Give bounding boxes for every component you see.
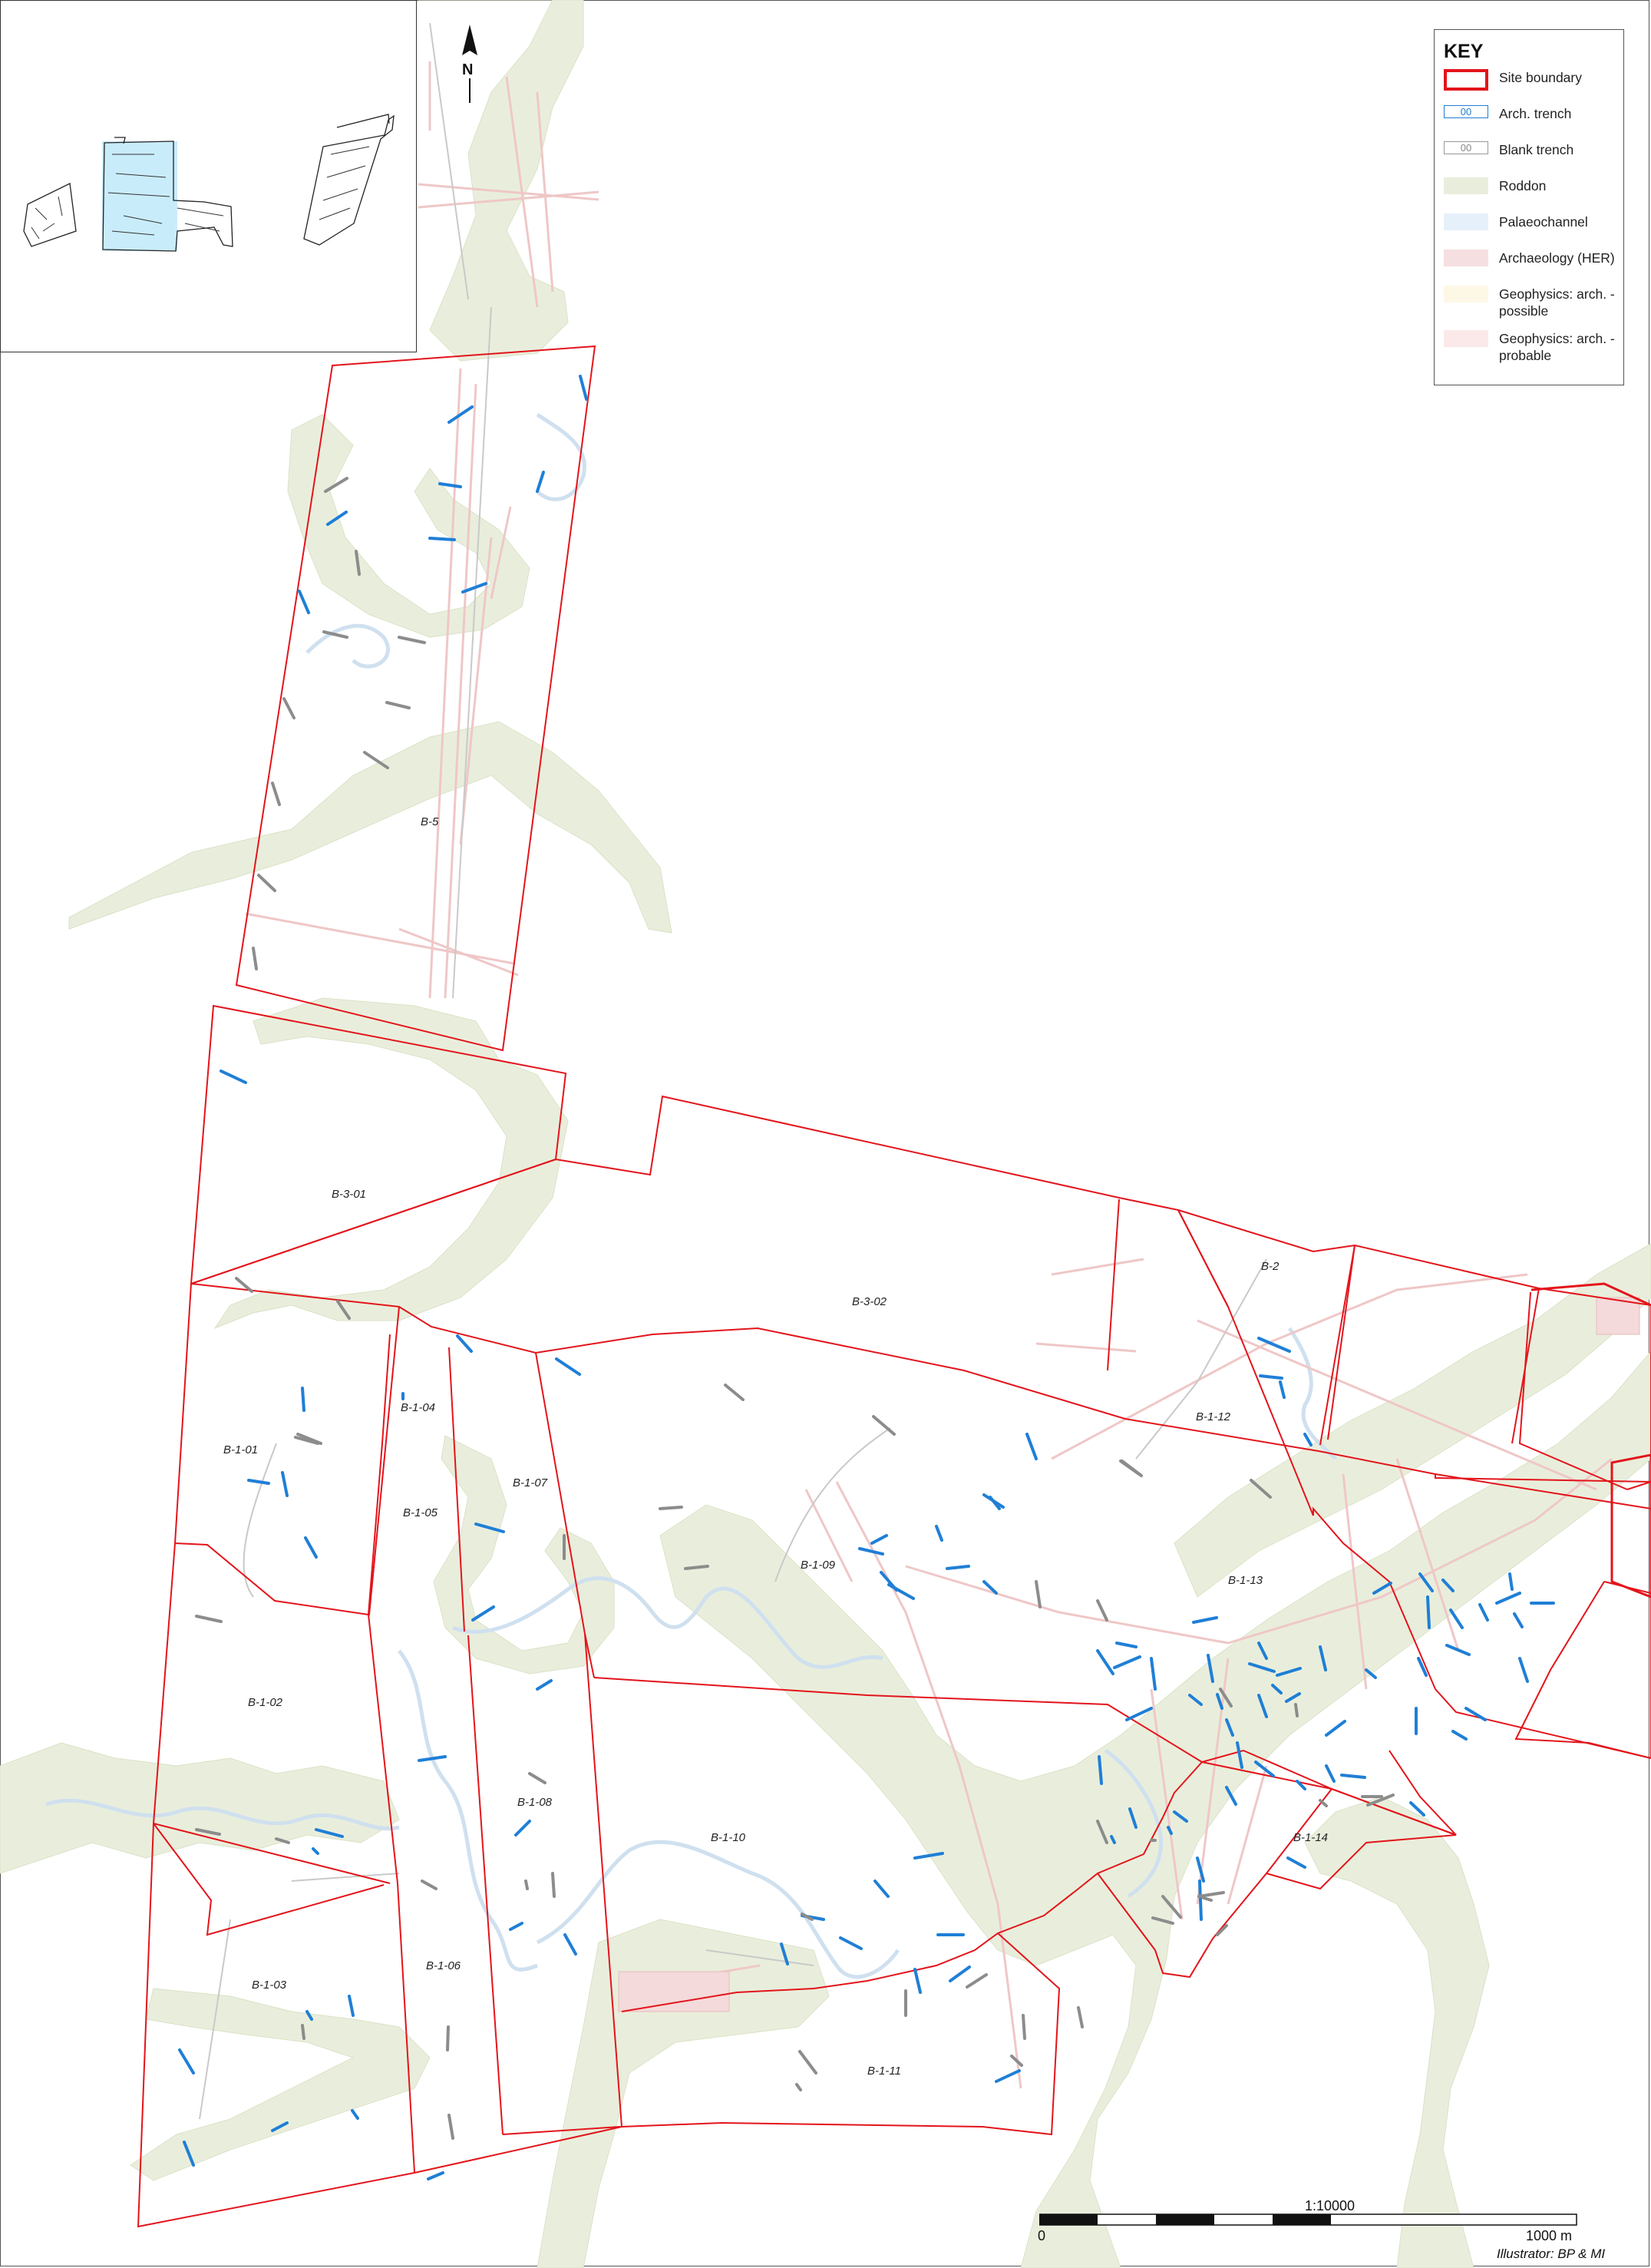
site-boundary-swatch [1444, 69, 1488, 91]
archaeology-her-swatch [1444, 250, 1488, 266]
site-label-b-1-02: B-1-02 [248, 1696, 283, 1709]
site-label-b-1-06: B-1-06 [426, 1959, 461, 1972]
site-label-b-1-09: B-1-09 [801, 1559, 836, 1572]
legend-item-geophysics-possible: Geophysics: arch. - possible [1444, 286, 1616, 330]
illustrator-credit: Illustrator: BP & MI [1497, 2247, 1606, 2261]
site-label-b-1-01: B-1-01 [223, 1443, 258, 1456]
site-label-b-5: B-5 [421, 815, 439, 828]
legend-title: KEY [1444, 41, 1484, 62]
her-layer [245, 61, 1613, 2089]
site-label-b-2: B-2 [1261, 1260, 1280, 1273]
legend-item-arch-trench: 00 Arch. trench [1444, 105, 1616, 141]
site-label-b-1-04: B-1-04 [401, 1401, 435, 1414]
legend-label: Geophysics: arch. - probable [1499, 331, 1615, 363]
legend-item-archaeology-her: Archaeology (HER) [1444, 250, 1616, 286]
north-label: N [462, 61, 474, 78]
geophysics-possible-swatch [1444, 286, 1488, 303]
scale-start-label: 0 [1038, 2228, 1046, 2243]
north-arrow [462, 25, 477, 103]
palaeochannel-swatch [1444, 213, 1488, 230]
her-polygon [1596, 1297, 1640, 1335]
arch-trenches [178, 375, 1555, 2180]
inset-map-graphic [23, 114, 395, 252]
site-label-b-1-13: B-1-13 [1228, 1574, 1263, 1587]
legend-item-blank-trench: 00 Blank trench [1444, 141, 1616, 177]
tracks-layer [199, 22, 1267, 2120]
scale-ratio: 1:10000 [1305, 2198, 1355, 2213]
legend-item-roddon: Roddon [1444, 177, 1616, 213]
site-label-b-1-05: B-1-05 [403, 1506, 438, 1519]
her-polygon [618, 1971, 730, 2012]
site-area-labels: B-5 B-3-01 B-3-02 B-2 B-1-12 B-1-04 B-1-… [223, 815, 1328, 2078]
palaeochannel-layer [45, 412, 1337, 1979]
legend-label: Palaeochannel [1499, 214, 1588, 230]
site-label-b-1-10: B-1-10 [711, 1831, 746, 1844]
legend-label: Geophysics: arch. - possible [1499, 286, 1615, 319]
legend-item-geophysics-probable: Geophysics: arch. - probable [1444, 330, 1616, 375]
legend-label: Site boundary [1499, 70, 1582, 85]
site-label-b-1-11: B-1-11 [867, 2065, 901, 2078]
north-arrow-icon [462, 25, 477, 55]
blank-trench-swatch: 00 [1444, 141, 1488, 154]
legend-label: Roddon [1499, 178, 1547, 193]
map-legend: KEY Site boundary 00 Arch. trench 00 Bla… [1434, 29, 1624, 385]
roddon-swatch [1444, 177, 1488, 194]
legend-label: Blank trench [1499, 142, 1574, 157]
site-label-b-1-03: B-1-03 [252, 1979, 287, 1992]
scale-bar [1039, 2213, 1577, 2226]
site-label-b-1-14: B-1-14 [1293, 1831, 1328, 1844]
scale-end-label: 1000 m [1526, 2228, 1573, 2243]
site-label-b-1-07: B-1-07 [513, 1476, 548, 1489]
legend-item-palaeochannel: Palaeochannel [1444, 213, 1616, 250]
site-boundaries [137, 345, 1651, 2228]
site-label-b-1-12: B-1-12 [1196, 1410, 1231, 1423]
blank-trenches [195, 477, 1395, 2140]
arch-trench-swatch: 00 [1444, 105, 1488, 118]
site-label-b-1-08: B-1-08 [517, 1796, 553, 1809]
legend-label: Arch. trench [1499, 106, 1572, 121]
legend-label: Archaeology (HER) [1499, 250, 1615, 266]
inset-map [0, 0, 417, 352]
legend-item-site-boundary: Site boundary [1444, 69, 1616, 105]
geophysics-probable-swatch [1444, 330, 1488, 347]
site-label-b-3-02: B-3-02 [852, 1295, 887, 1308]
site-label-b-3-01: B-3-01 [332, 1188, 366, 1201]
